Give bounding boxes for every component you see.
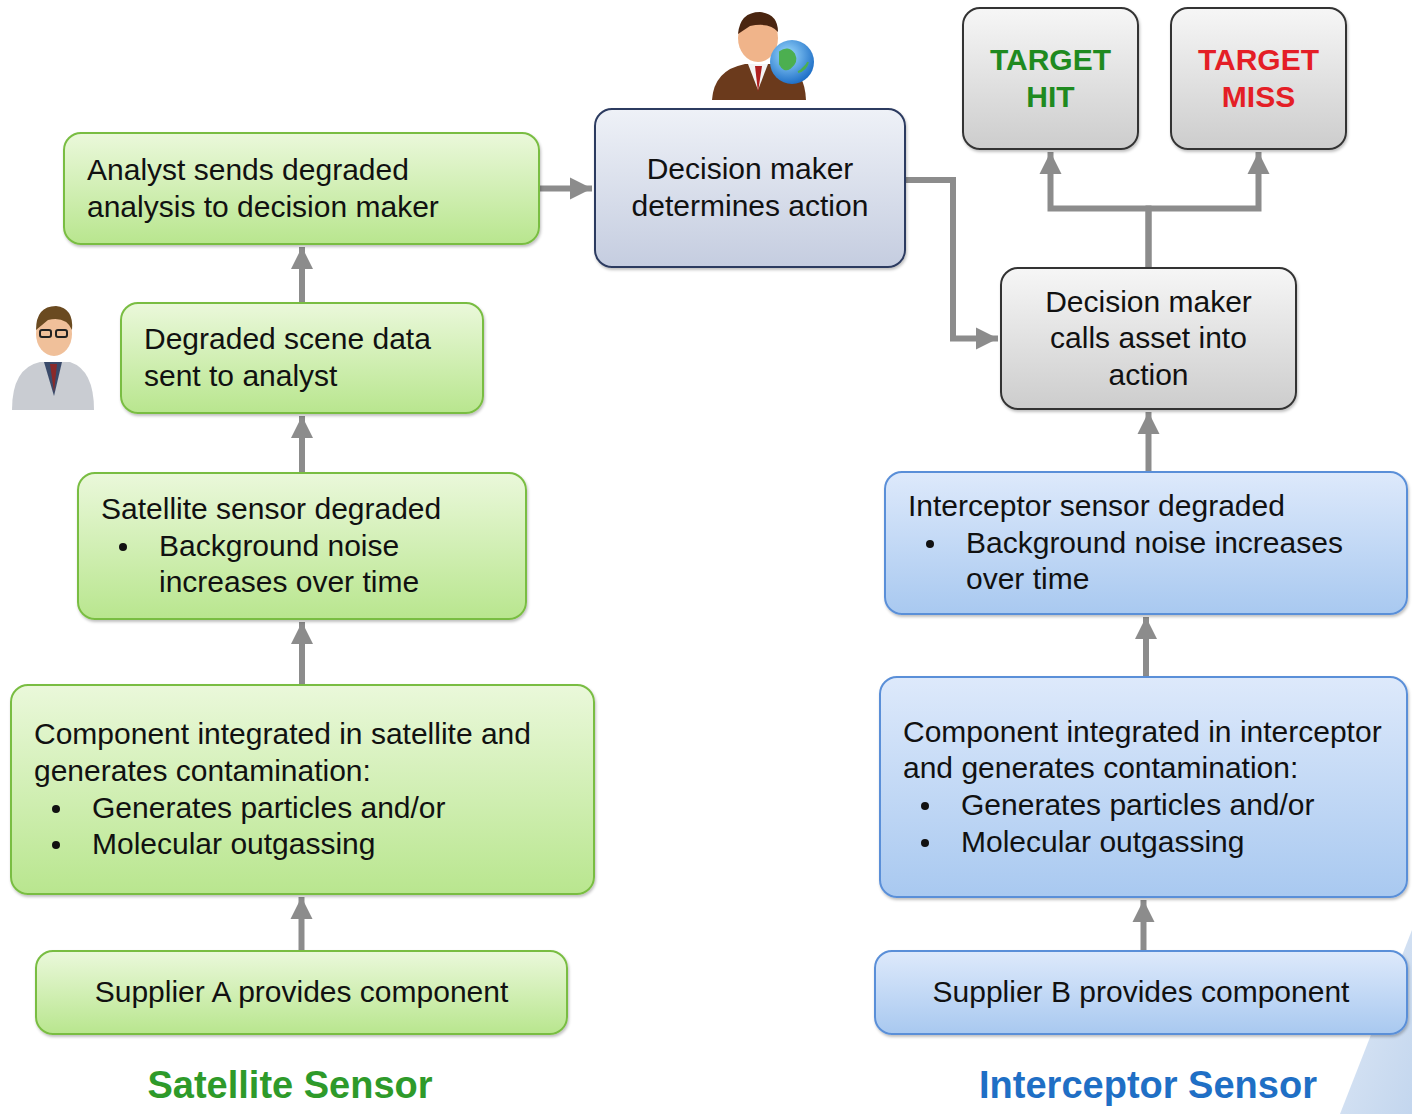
flow-arrow	[1141, 900, 1147, 950]
bullet-dot	[52, 805, 60, 813]
interceptor-step-box: Supplier B provides component	[874, 950, 1408, 1035]
box-text: Decision maker calls asset into action	[1024, 284, 1273, 394]
satellite-step-box: Analyst sends degraded analysis to decis…	[63, 132, 540, 245]
box-text: Decision maker determines action	[618, 151, 882, 224]
group-label: Interceptor Sensor	[979, 1064, 1317, 1107]
group-label: Satellite Sensor	[147, 1064, 432, 1107]
box-text: Component integrated in interceptor and …	[903, 714, 1384, 787]
flow-arrow	[906, 180, 998, 339]
analyst-icon	[12, 306, 94, 410]
box-text: TARGET MISS	[1194, 42, 1323, 115]
decision-box: Decision maker determines action	[594, 108, 906, 268]
flow-arrow	[299, 416, 305, 472]
flow-arrow	[540, 186, 592, 192]
flow-arrow	[299, 897, 305, 950]
outcome-box: TARGET HIT	[962, 7, 1139, 150]
outcome-box: Decision maker calls asset into action	[1000, 267, 1297, 410]
flow-arrow	[299, 622, 305, 684]
box-text: Component integrated in satellite and ge…	[34, 716, 571, 789]
bullet-dot	[119, 543, 127, 551]
bullet-text: Molecular outgassing	[903, 824, 1384, 861]
decision-maker-icon	[712, 12, 814, 100]
flow-arrow	[1146, 412, 1152, 471]
box-text: Degraded scene data sent to analyst	[144, 321, 460, 394]
interceptor-step-box: Component integrated in interceptor and …	[879, 676, 1408, 898]
box-text: Analyst sends degraded analysis to decis…	[87, 152, 516, 225]
bullet-text: Generates particles and/or	[34, 790, 571, 827]
bullet-dot	[52, 841, 60, 849]
flow-arrow	[1149, 152, 1259, 267]
bullet-text: Background noise increases over time	[101, 528, 503, 601]
bullet-dot	[921, 802, 929, 810]
box-text: Supplier B provides component	[898, 974, 1384, 1011]
satellite-step-box: Component integrated in satellite and ge…	[10, 684, 595, 895]
flow-arrow	[1051, 152, 1149, 267]
bullet-text: Molecular outgassing	[34, 826, 571, 863]
bullet-dot	[921, 839, 929, 847]
satellite-step-box: Satellite sensor degradedBackground nois…	[77, 472, 527, 620]
outcome-box: TARGET MISS	[1170, 7, 1347, 150]
bullet-text: Generates particles and/or	[903, 787, 1384, 824]
flow-arrow	[1143, 617, 1149, 676]
satellite-step-box: Degraded scene data sent to analyst	[120, 302, 484, 414]
interceptor-step-box: Interceptor sensor degradedBackground no…	[884, 471, 1408, 615]
bullet-dot	[926, 540, 934, 548]
flow-arrow	[299, 247, 305, 302]
bullet-text: Background noise increases over time	[908, 525, 1384, 598]
box-text: Satellite sensor degraded	[101, 491, 503, 528]
satellite-step-box: Supplier A provides component	[35, 950, 568, 1035]
box-text: TARGET HIT	[986, 42, 1115, 115]
box-text: Interceptor sensor degraded	[908, 488, 1384, 525]
box-text: Supplier A provides component	[59, 974, 544, 1011]
